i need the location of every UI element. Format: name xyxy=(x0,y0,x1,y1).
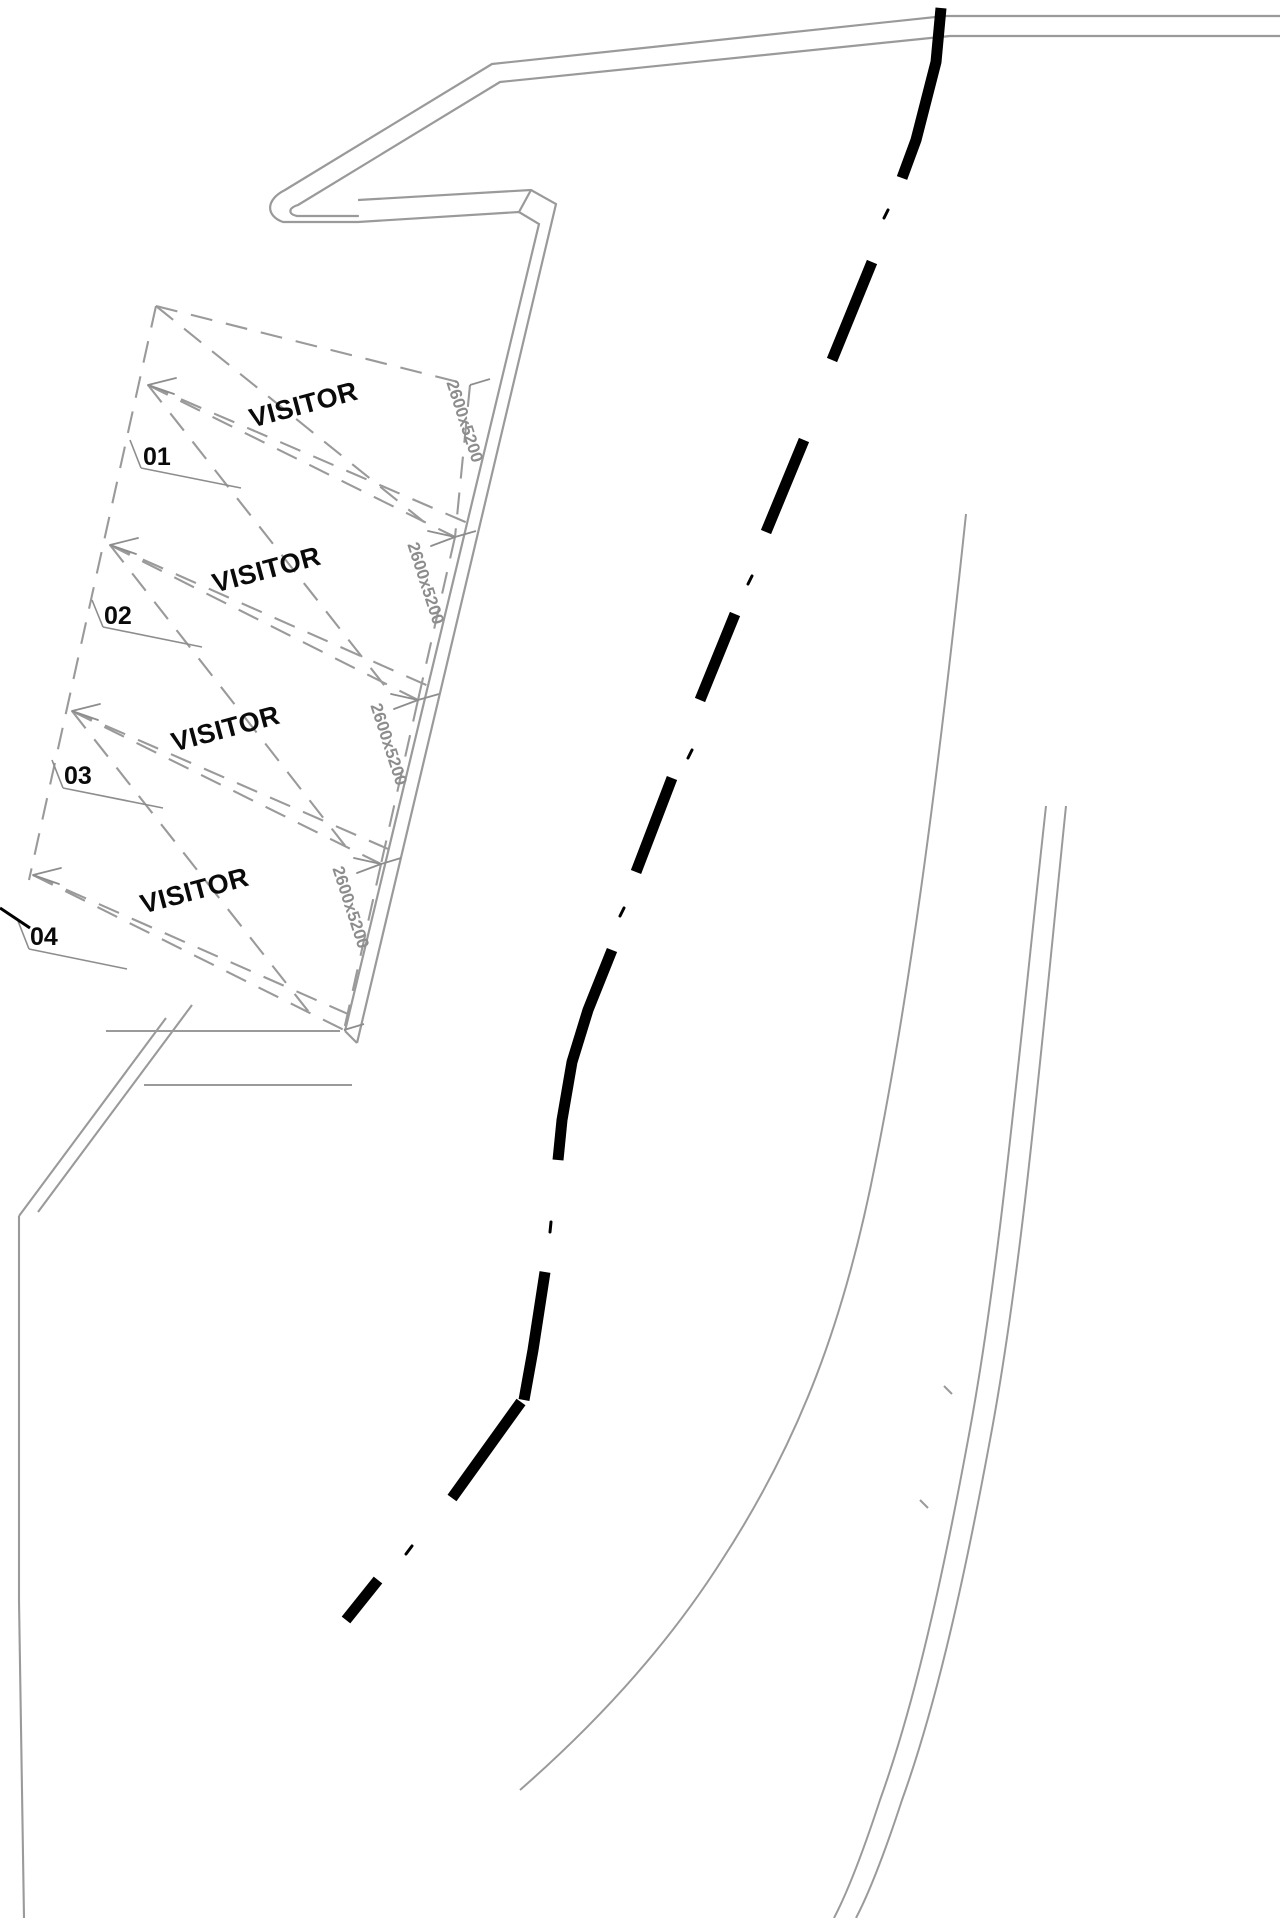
kerb-nose-rounded xyxy=(269,188,360,224)
parking-bay-outlines xyxy=(27,304,472,1031)
kerb-parking-edge xyxy=(343,188,558,1044)
kerb-top-north xyxy=(284,14,1280,206)
dimension-arrow-ticks xyxy=(32,377,456,885)
leader-line-bay-04 xyxy=(0,906,31,930)
site-boundary-dots xyxy=(404,208,890,1556)
dimension-witness-lines xyxy=(343,378,491,1031)
kerb-south-east-road-outer xyxy=(833,805,1067,1918)
kerb-parking-edge-end xyxy=(344,189,532,1044)
bay-number-leaders xyxy=(17,439,242,970)
kerb-south-west-path xyxy=(18,1004,352,1217)
kerb-south-east-road-inner xyxy=(519,513,967,1791)
site-edge-west xyxy=(17,1216,26,1918)
kerb-break-marks xyxy=(919,1385,953,1509)
site-boundary-dash-dot xyxy=(341,7,947,1624)
